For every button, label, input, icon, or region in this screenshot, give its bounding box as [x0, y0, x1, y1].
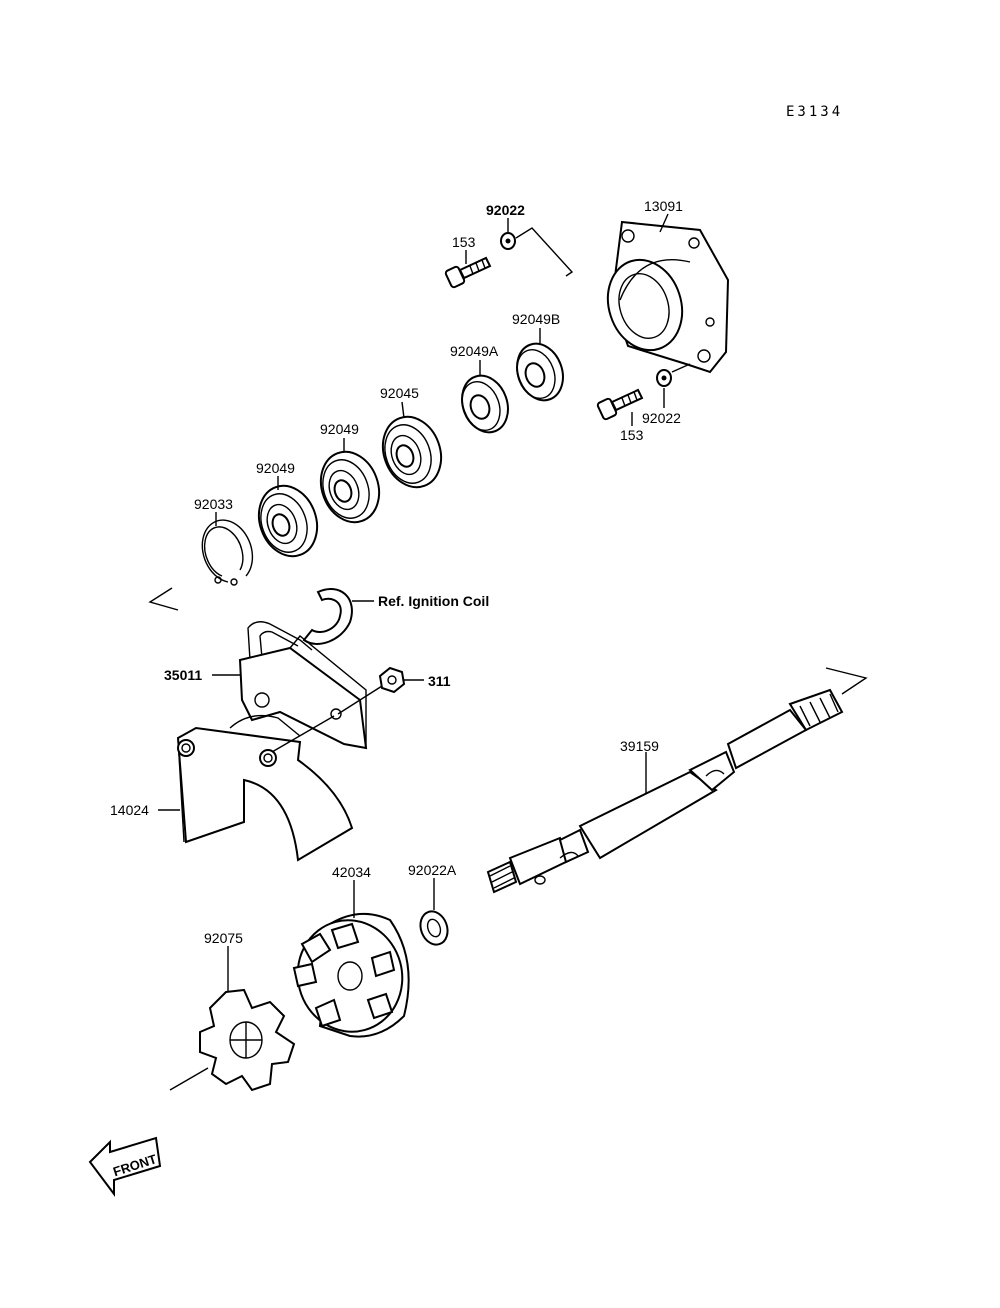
bolt-153-right [596, 388, 644, 421]
alignment-line-right [825, 667, 868, 695]
label-92022-top: 92022 [486, 202, 525, 218]
circlip-92033 [201, 519, 254, 586]
coupling-42034 [292, 912, 410, 1038]
ball-bearing-92045 [381, 415, 443, 489]
label-92033: 92033 [194, 496, 233, 512]
label-13091: 13091 [644, 198, 683, 214]
bracket-35011 [238, 621, 368, 750]
label-92045: 92045 [380, 385, 419, 401]
diagram-code: E3134 [786, 104, 844, 120]
washer-92022-top [500, 232, 516, 250]
label-92049A: 92049A [450, 343, 499, 359]
oil-seal-92049-lower [257, 484, 319, 558]
label-92022A: 92022A [408, 862, 457, 878]
alignment-line-bottom [169, 1067, 209, 1091]
label-92075: 92075 [204, 930, 243, 946]
oil-seal-92049A [461, 374, 509, 434]
cover-14024 [176, 714, 354, 862]
washer-92022A [419, 910, 449, 946]
label-153-top: 153 [452, 234, 476, 250]
label-311: 311 [428, 673, 451, 689]
label-92049-upper: 92049 [320, 421, 359, 437]
nut-311 [378, 666, 406, 694]
label-92022-right: 92022 [642, 410, 681, 426]
label-14024: 14024 [110, 802, 149, 818]
label-92049B: 92049B [512, 311, 561, 327]
label-42034: 42034 [332, 864, 371, 880]
drive-shaft-39159 [486, 688, 844, 894]
damper-92075 [199, 988, 296, 1092]
washer-92022-right [656, 369, 672, 387]
oil-seal-92049B [516, 342, 564, 402]
oil-seal-92049-upper [319, 450, 381, 524]
label-35011: 35011 [164, 667, 203, 683]
label-153-right: 153 [620, 427, 644, 443]
ignition-coil-ring [302, 587, 353, 645]
bolt-153-top [444, 256, 492, 289]
alignment-line-left [148, 587, 179, 611]
bearing-housing-13091 [606, 220, 730, 374]
label-92049-lower: 92049 [256, 460, 295, 476]
front-arrow-icon [88, 1136, 162, 1197]
label-ref-ignition-coil: Ref. Ignition Coil [378, 593, 490, 609]
label-39159: 39159 [620, 738, 659, 754]
leader-13091 [659, 213, 669, 233]
alignment-line-top [515, 227, 574, 277]
